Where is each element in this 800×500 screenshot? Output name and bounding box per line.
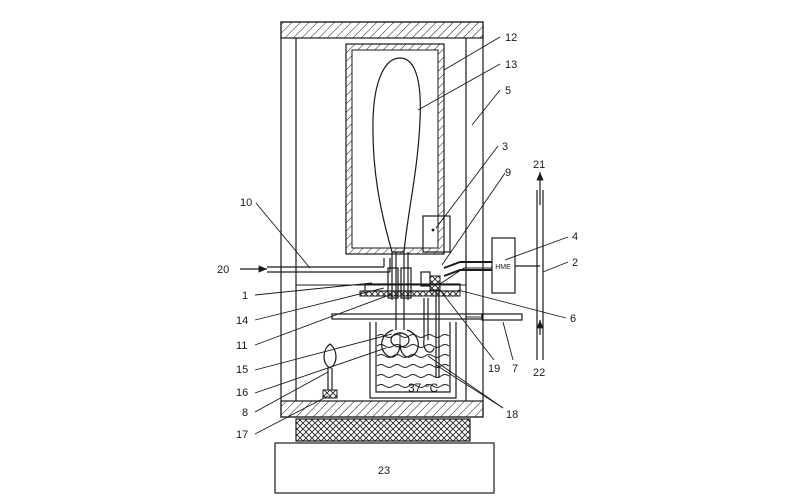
callout-1: 1: [242, 290, 248, 302]
manifold-lid: [359, 267, 461, 299]
temperature-label: 37 °C: [408, 381, 438, 395]
callout-22: 22: [533, 367, 545, 379]
callout-15: 15: [236, 364, 248, 376]
flow-line: [515, 172, 544, 360]
callout-10: 10: [240, 197, 252, 209]
callout-12: 12: [505, 32, 517, 44]
balloon-bag: [372, 57, 421, 253]
callout-11: 11: [236, 340, 247, 352]
heater-bulb: [322, 343, 338, 399]
base-block: [274, 442, 495, 494]
callout-5: 5: [505, 85, 511, 97]
callout-3: 3: [502, 141, 508, 153]
callout-4: 4: [572, 231, 578, 243]
leader-lines: [254, 36, 569, 435]
hme-label: HME: [495, 264, 511, 271]
callout-2: 2: [572, 257, 578, 269]
callout-labels: 12 13 5 3 9 4 2 21 22 10 20 1 14 11 15 1…: [217, 32, 578, 441]
callout-16: 16: [236, 387, 248, 399]
callout-17: 17: [236, 429, 248, 441]
callout-20: 20: [217, 264, 229, 276]
callout-6: 6: [570, 313, 576, 325]
sensor-box: [422, 215, 451, 253]
callout-8: 8: [242, 407, 248, 419]
inlet-pipe: [240, 258, 391, 273]
side-rod: [466, 313, 523, 321]
base-insulation: [295, 418, 471, 442]
callout-7: 7: [512, 363, 518, 375]
base-label: 23: [378, 465, 390, 477]
callout-14: 14: [236, 315, 248, 327]
callout-13: 13: [505, 59, 517, 71]
callout-21: 21: [533, 159, 545, 171]
water-bath: 37 °C: [369, 322, 457, 399]
inner-chamber: [345, 43, 445, 255]
callout-9: 9: [505, 167, 511, 179]
callout-19: 19: [488, 363, 500, 375]
outer-cabinet: [280, 21, 484, 418]
callout-18: 18: [506, 409, 518, 421]
hme-tubes: [439, 261, 492, 285]
